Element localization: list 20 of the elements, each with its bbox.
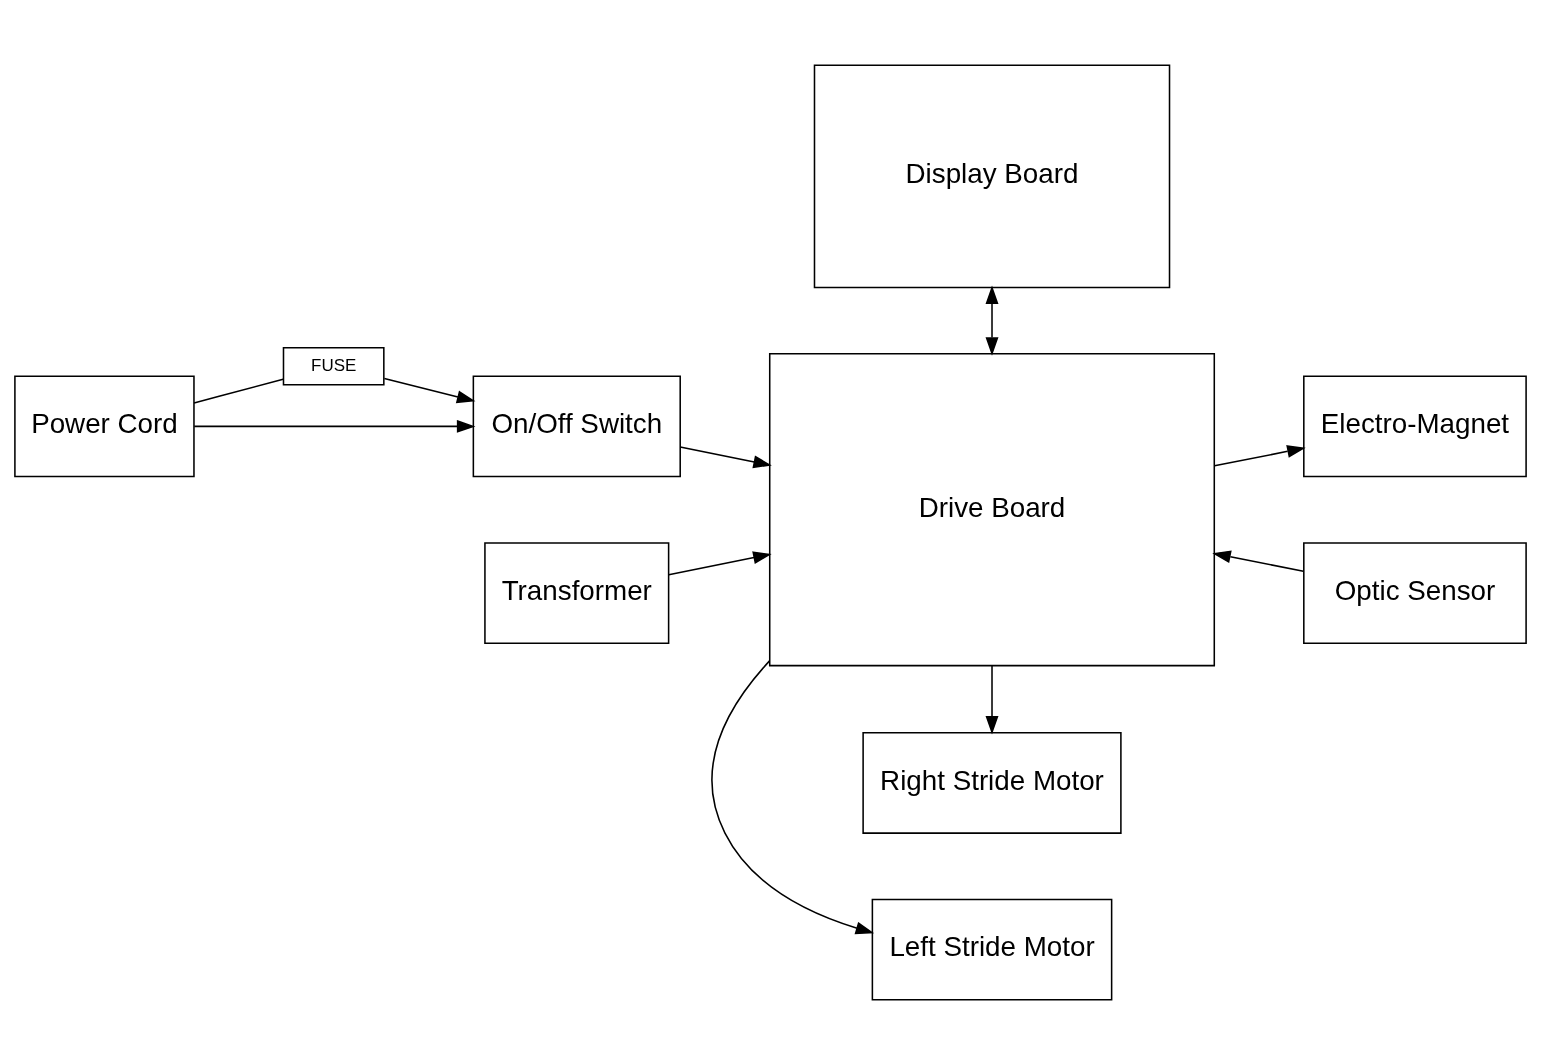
arrow	[1212, 549, 1305, 572]
arrow	[668, 550, 772, 576]
arrow	[985, 284, 999, 356]
node-box: On/Off Switch	[472, 374, 681, 477]
arrow	[383, 377, 476, 403]
node-box: Electro-Magnet	[1303, 374, 1527, 477]
connector	[193, 377, 284, 404]
arrow	[1213, 444, 1306, 467]
arrow	[711, 659, 875, 934]
node-box: Power Cord	[14, 374, 195, 477]
arrow	[193, 419, 476, 433]
node-box: FUSE	[282, 346, 385, 385]
node-box: Left Stride Motor	[871, 898, 1113, 1001]
node-box: Drive Board	[768, 352, 1216, 666]
arrow	[679, 445, 772, 468]
node-box: Display Board	[813, 63, 1171, 288]
node-box: Right Stride Motor	[862, 731, 1122, 834]
node-box: Transformer	[484, 541, 670, 644]
arrow	[985, 664, 999, 735]
node-box: Optic Sensor	[1303, 541, 1527, 644]
